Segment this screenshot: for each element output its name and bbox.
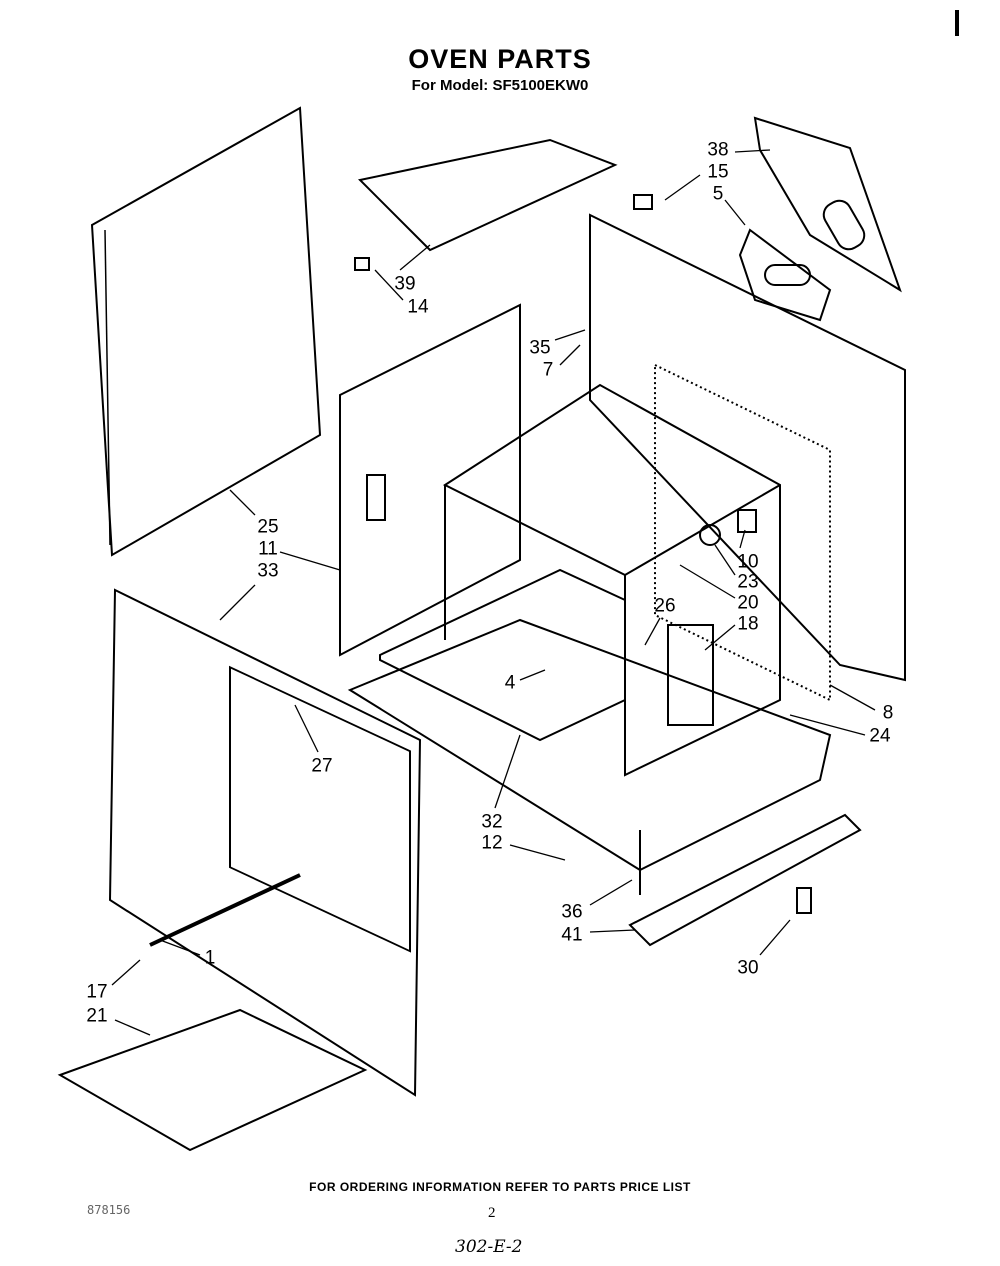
- clip: [354, 257, 370, 271]
- front-frame: [108, 588, 422, 1097]
- callout-15: 15: [707, 161, 729, 183]
- vent-duct: [753, 116, 902, 293]
- light-socket: [699, 524, 721, 546]
- callout-38: 38: [707, 139, 729, 161]
- callout-20: 20: [737, 592, 759, 614]
- leveling-leg: [796, 887, 812, 914]
- callout-25: 25: [257, 516, 279, 538]
- leveling-rail: [628, 813, 862, 947]
- callout-12: 12: [481, 832, 503, 854]
- support-plate: [347, 618, 832, 872]
- oven-rack: [57, 1008, 368, 1152]
- callout-39: 39: [394, 273, 416, 295]
- callout-18: 18: [737, 613, 759, 635]
- callout-35: 35: [529, 337, 551, 359]
- oven-liner: [442, 383, 781, 777]
- callout-14: 14: [407, 296, 429, 318]
- callout-8: 8: [882, 702, 894, 724]
- gasket-plate: [738, 228, 832, 322]
- callout-27: 27: [311, 755, 333, 777]
- scan-mark: [955, 10, 959, 36]
- callout-1: 1: [204, 947, 216, 969]
- callout-36: 36: [561, 901, 583, 923]
- hinge-bracket: [667, 624, 714, 726]
- callout-7: 7: [542, 359, 554, 381]
- callout-23: 23: [737, 571, 759, 593]
- side-panel: [90, 106, 322, 557]
- callout-41: 41: [561, 924, 583, 946]
- callout-30: 30: [737, 957, 759, 979]
- page-title: OVEN PARTS: [408, 44, 592, 74]
- callout-24: 24: [869, 725, 891, 747]
- callout-32: 32: [481, 811, 503, 833]
- callout-33: 33: [257, 560, 279, 582]
- rear-panel: [589, 213, 906, 682]
- callout-17: 17: [86, 981, 108, 1003]
- rack-slide: [149, 873, 301, 947]
- callout-5: 5: [712, 183, 724, 205]
- callout-21: 21: [86, 1005, 108, 1027]
- document-code: 878156: [87, 1203, 131, 1217]
- top-cover: [357, 138, 618, 252]
- model-subtitle: For Model: SF5100EKW0: [411, 77, 589, 94]
- bracket: [633, 194, 653, 210]
- callout-11: 11: [258, 538, 278, 560]
- inner-side-panel: [339, 303, 521, 657]
- ordering-note: FOR ORDERING INFORMATION REFER TO PARTS …: [309, 1180, 691, 1194]
- callout-4: 4: [504, 672, 516, 694]
- callout-10: 10: [737, 551, 759, 573]
- oven-bottom: [379, 568, 626, 742]
- callout-26: 26: [654, 595, 676, 617]
- handwritten-reference: 302-E-2: [455, 1237, 523, 1257]
- page-number: 2: [488, 1205, 496, 1221]
- thermostat-bulb: [737, 509, 757, 533]
